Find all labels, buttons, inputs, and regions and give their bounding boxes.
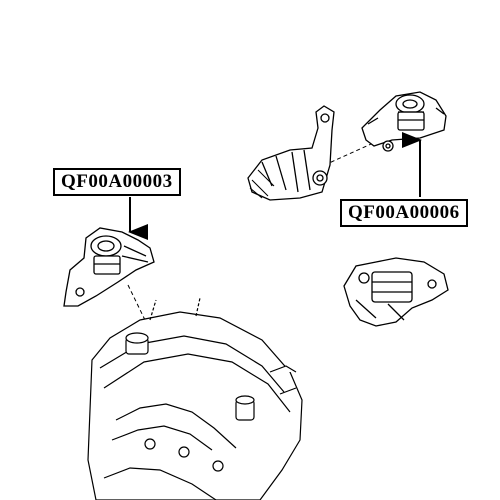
part-label-qf00a00003: QF00A00003: [53, 168, 181, 196]
left-engine-mount: [63, 227, 155, 307]
upper-bracket: [247, 105, 335, 201]
part-label-qf00a00006: QF00A00006: [340, 199, 468, 227]
dashed-guides: [127, 139, 381, 321]
engine-block: [87, 297, 303, 500]
transmission-mount: [361, 91, 447, 152]
rear-mount: [343, 257, 449, 327]
